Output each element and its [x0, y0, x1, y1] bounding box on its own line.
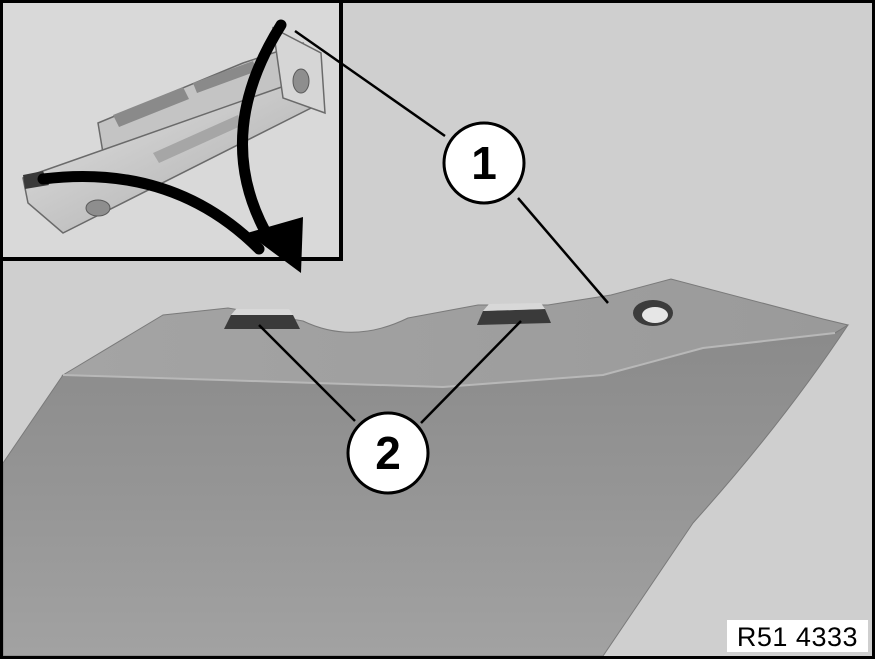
leader-2-left	[258, 324, 356, 422]
panel-front-face	[3, 324, 849, 656]
clip-slot-right-lip	[483, 303, 545, 311]
clip-slot-left-lip	[231, 309, 293, 315]
mounting-hole-inner	[642, 307, 668, 323]
leader-1-to-hole	[517, 197, 609, 304]
inset-detail	[3, 3, 343, 273]
callout-1: 1	[442, 121, 526, 205]
callout-2-circle	[346, 411, 430, 495]
clip-slot-right	[477, 309, 551, 325]
clip-slot-left	[224, 315, 300, 329]
trim-panel	[3, 278, 850, 656]
inset-border	[3, 3, 343, 261]
curved-arrow-icon	[37, 19, 303, 273]
figure-reference-code: R51 4333	[726, 620, 868, 652]
leader-2-right	[420, 320, 522, 424]
callout-2-label: 2	[375, 427, 401, 479]
leader-1-to-clip	[294, 29, 446, 138]
callout-1-circle	[442, 121, 526, 205]
callout-2: 2	[346, 411, 430, 495]
callout-leaders	[258, 29, 609, 424]
callout-1-label: 1	[471, 137, 497, 189]
illustration-canvas: 1 2	[3, 3, 872, 656]
